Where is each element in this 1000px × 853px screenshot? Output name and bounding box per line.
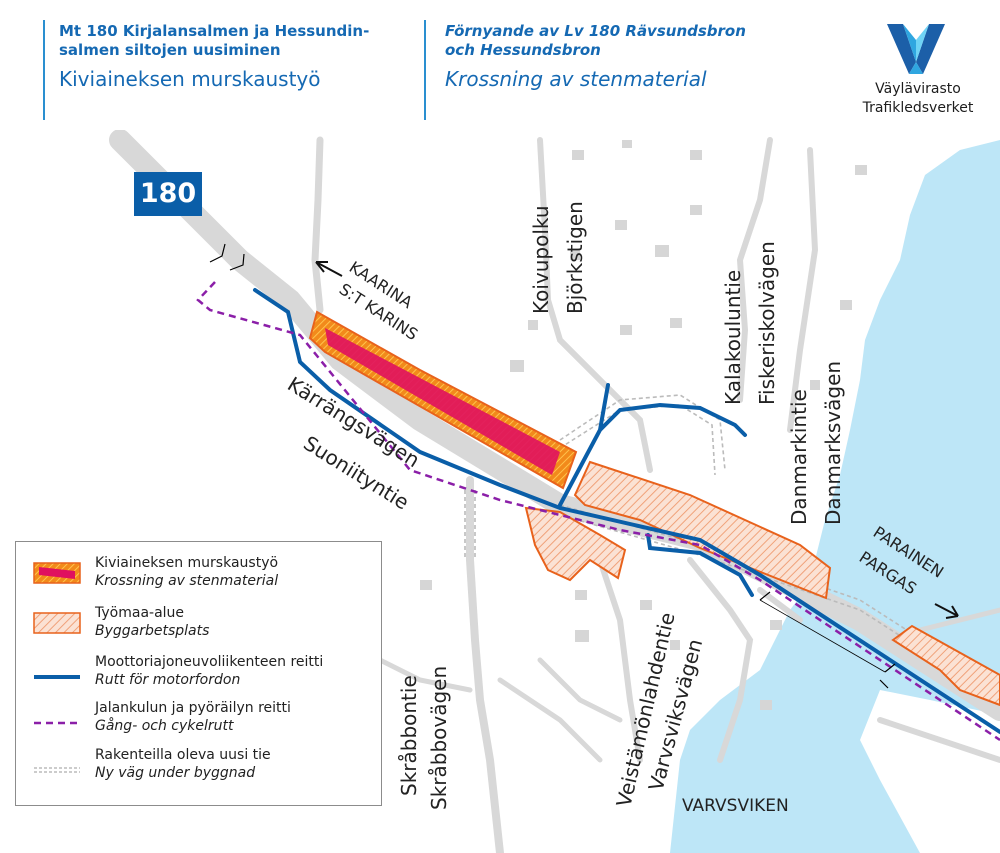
crushing-symbol-icon	[33, 562, 81, 584]
arrow-kaarina-icon	[315, 261, 343, 277]
legend-new-road-sv: Ny väg under byggnad	[95, 765, 256, 781]
pedestrian-cycle-route	[196, 281, 1000, 742]
header-divider-left	[43, 20, 45, 120]
vaylavirasto-logo-icon	[887, 24, 945, 74]
crushing-area	[308, 310, 578, 490]
legend-pedestrian-route-fi: Jalankulun ja pyöräilyn reitti	[95, 700, 291, 716]
new-road-symbol-icon	[34, 767, 80, 773]
sv-subtitle: Krossning av stenmaterial	[445, 67, 707, 91]
pedestrian-route-symbol-icon	[34, 721, 80, 725]
label-skrabbontie: Skråbbontie	[397, 675, 421, 796]
label-bjorkstigen: Björkstigen	[563, 201, 587, 314]
logo-text: Väylävirasto Trafikledsverket	[848, 80, 988, 118]
label-danmarkintie: Danmarkintie	[787, 389, 811, 525]
direction-arrows	[315, 261, 959, 619]
bridge-markers	[209, 243, 896, 689]
legend-pedestrian-route-sv: Gång- och cykelrutt	[95, 718, 234, 734]
legend-motor-route-sv: Rutt för motorfordon	[95, 672, 241, 688]
sv-title-line1: Förnyande av Lv 180 Rävsundsbron	[445, 22, 746, 40]
worksite-symbol-icon	[33, 612, 81, 634]
legend-item-pedestrian-route: Jalankulun ja pyöräilyn reitti Gång- och…	[16, 699, 376, 739]
water-area	[670, 140, 1000, 853]
route-number-shield: 180	[134, 172, 202, 216]
shore-land	[860, 690, 1000, 853]
legend-new-road-fi: Rakenteilla oleva uusi tie	[95, 747, 271, 763]
sv-title-line2: och Hessundsbron	[445, 41, 601, 59]
label-skrabbovagen: Skråbbovägen	[427, 666, 451, 810]
motor-vehicle-route	[253, 288, 1000, 734]
legend-worksite-sv: Byggarbetsplats	[95, 623, 210, 639]
legend-item-crushing: Kiviaineksen murskaustyö Krossning av st…	[16, 554, 376, 594]
legend-item-new-road: Rakenteilla oleva uusi tie Ny väg under …	[16, 746, 376, 786]
legend: Kiviaineksen murskaustyö Krossning av st…	[15, 541, 382, 806]
header-divider-middle	[424, 20, 426, 120]
fi-title-line2: salmen siltojen uusiminen	[59, 41, 281, 59]
map[interactable]: KAARINA S:T KARINS PARAINEN PARGAS Koivu…	[0, 130, 1000, 853]
buildings	[420, 140, 867, 710]
label-koivupolku: Koivupolku	[529, 205, 553, 314]
legend-item-motor-route: Moottoriajoneuvoliikenteen reitti Rutt f…	[16, 653, 376, 693]
logo-line1: Väylävirasto	[875, 81, 961, 97]
fi-title-line1: Mt 180 Kirjalansalmen ja Hessundin-	[59, 22, 370, 40]
legend-worksite-fi: Työmaa-alue	[95, 605, 185, 621]
header: Mt 180 Kirjalansalmen ja Hessundin- salm…	[0, 0, 1000, 130]
legend-motor-route-fi: Moottoriajoneuvoliikenteen reitti	[95, 654, 324, 670]
motor-route-symbol-icon	[34, 675, 80, 679]
label-danmarksvagen: Danmarksvägen	[821, 361, 845, 525]
worksite-areas	[524, 460, 1000, 707]
logo-line2: Trafikledsverket	[862, 100, 974, 116]
label-kalakouluntie: Kalakouluntie	[721, 270, 745, 405]
label-fiskeriskolvagen: Fiskeriskolvägen	[755, 241, 779, 405]
label-varvsviken: VARVSVIKEN	[682, 796, 789, 816]
legend-item-worksite: Työmaa-alue Byggarbetsplats	[16, 604, 376, 644]
fi-subtitle: Kiviaineksen murskaustyö	[59, 67, 321, 91]
arrow-parainen-icon	[934, 603, 959, 619]
legend-crushing-fi: Kiviaineksen murskaustyö	[95, 555, 279, 571]
legend-crushing-sv: Krossning av stenmaterial	[95, 573, 279, 589]
